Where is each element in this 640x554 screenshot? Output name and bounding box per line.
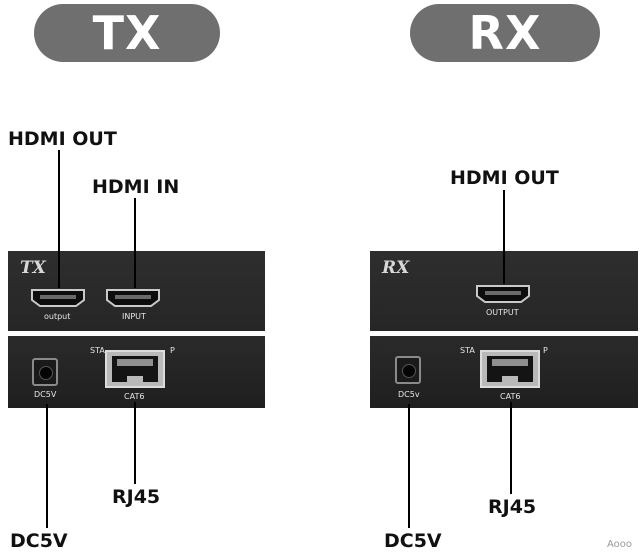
tx-badge: TX	[34, 4, 220, 62]
rx-port-output-label: OUTPUT	[486, 308, 519, 317]
tx-cat6-label: CAT6	[124, 392, 145, 401]
rx-dc-leader	[408, 404, 410, 528]
tx-rj45-port	[105, 350, 165, 388]
rx-dc-jack	[395, 356, 421, 384]
rx-hdmi-out-leader	[503, 190, 505, 284]
rx-rj45-port	[480, 350, 540, 388]
rx-badge-text: RX	[468, 6, 542, 60]
tx-dc5v-label: DC5V	[10, 530, 68, 552]
tx-dc-jack	[32, 358, 58, 386]
rx-dc5v-label: DC5V	[384, 530, 442, 552]
tx-hdmi-out-label: HDMI OUT	[8, 128, 117, 150]
tx-hdmi-out-leader	[58, 150, 60, 288]
tx-hdmi-in-leader	[134, 198, 136, 288]
rx-hdmi-out-label: HDMI OUT	[450, 167, 559, 189]
tx-dc-leader	[46, 404, 48, 528]
tx-p-label: P	[170, 346, 175, 355]
tx-rj45-label: RJ45	[112, 486, 161, 508]
tx-hdmi-input-port	[106, 289, 160, 307]
rx-badge: RX	[410, 4, 600, 62]
tx-badge-text: TX	[92, 6, 162, 60]
tx-dc-port-label: DC5V	[34, 390, 57, 399]
rx-logo: RX	[382, 258, 410, 278]
rx-dc-port-label: DC5v	[398, 390, 420, 399]
rx-hdmi-output-port	[476, 285, 530, 303]
rx-cat6-label: CAT6	[500, 392, 521, 401]
tx-logo: TX	[20, 258, 46, 278]
watermark: Aooo	[606, 539, 632, 550]
rx-sta-label: STA	[460, 346, 475, 355]
tx-hdmi-output-port	[31, 289, 85, 307]
tx-port-output-label: output	[44, 312, 71, 321]
tx-port-input-label: INPUT	[122, 312, 146, 321]
tx-rj45-leader	[134, 402, 136, 484]
rx-rj45-leader	[510, 402, 512, 494]
rx-p-label: P	[543, 346, 548, 355]
tx-sta-label: STA	[90, 346, 105, 355]
tx-hdmi-in-label: HDMI IN	[92, 176, 180, 198]
rx-rj45-label: RJ45	[488, 496, 537, 518]
